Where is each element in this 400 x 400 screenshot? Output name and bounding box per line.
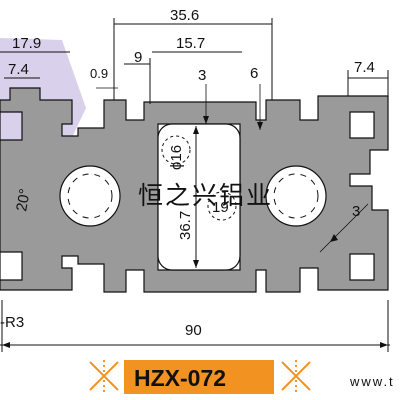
dim-slot-depth-right: 6 <box>250 65 258 82</box>
sparkle-icon-left <box>89 360 119 392</box>
dim-center-span: 35.6 <box>170 7 199 24</box>
dim-arrow-90-left <box>2 342 10 348</box>
dim-arrow-90-right <box>380 342 388 348</box>
bore-left <box>59 165 121 227</box>
model-code: HZX-072 <box>134 365 226 391</box>
dim-side-wall: 3 <box>352 203 360 220</box>
center-chamber <box>157 123 241 271</box>
dim-top-left-slot: 7.4 <box>8 61 29 78</box>
dim-arrow-3-center <box>203 116 209 124</box>
model-badge: HZX-072 <box>89 360 311 394</box>
dim-slot-depth-center: 3 <box>198 67 206 84</box>
dim-overall-width: 90 <box>185 322 202 339</box>
dim-corner-radius: -R3 <box>0 314 24 331</box>
model-code-box <box>124 360 274 394</box>
corner-watermark: www.t <box>349 374 395 389</box>
dim-center-height: 36.7 <box>177 211 194 240</box>
dim-arrow-36-7-bottom <box>193 260 199 268</box>
dim-wall-thickness: 0.9 <box>90 66 108 81</box>
dim-inner-span: 15.7 <box>176 35 205 52</box>
dim-hole-diameter: 19 <box>212 199 229 216</box>
dim-arrow-36-7-top <box>193 126 199 134</box>
dim-corner-angle: 20° <box>13 187 34 212</box>
bore-right <box>265 165 327 227</box>
watermark-text: 恒之兴铝业 <box>138 182 273 210</box>
dim-bore-diameter: ϕ16 <box>168 145 185 170</box>
bore-16-circle <box>161 135 191 165</box>
dim-arrow-3-right <box>330 234 338 242</box>
dim-slot-opening: 9 <box>134 49 142 66</box>
dim-arrow-6 <box>257 122 263 130</box>
dim-line-3-right <box>319 203 369 253</box>
dim-top-left-span: 17.9 <box>12 35 41 52</box>
dim-top-right-slot: 7.4 <box>354 59 375 76</box>
sparkle-icon-right <box>281 360 311 392</box>
extrusion-profile <box>0 87 389 293</box>
hole-19-circle <box>207 191 237 221</box>
